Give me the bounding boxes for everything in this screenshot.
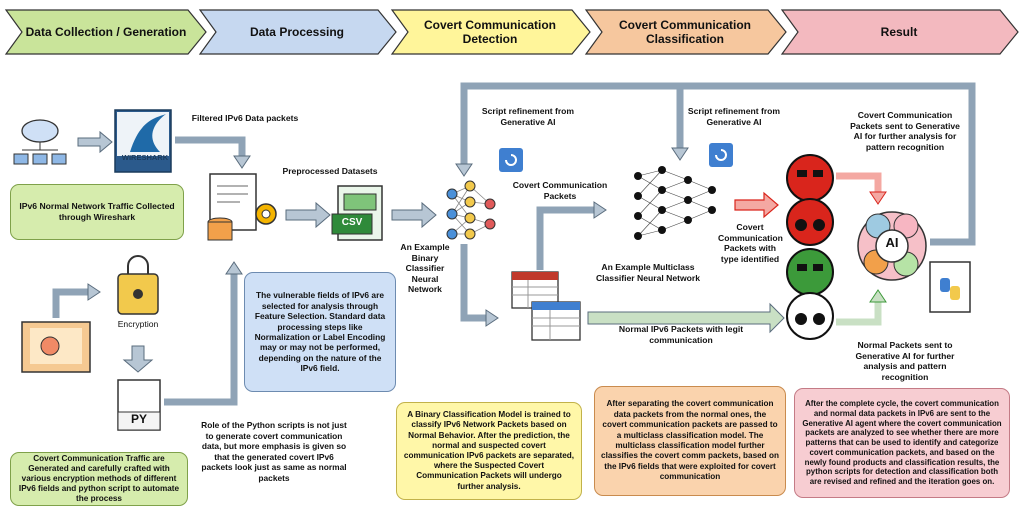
filtered-packets-label: Filtered IPv6 Data packets (191, 113, 299, 123)
network-cloud-icon (13, 119, 67, 165)
arrow-normal-to-faces (587, 302, 785, 334)
arrow-covert-to-ai (836, 172, 882, 194)
stage-label-detection: Covert Communication Detection (423, 18, 556, 46)
csv-file-icon (331, 185, 383, 241)
covert-packets-label: Covert Communication Packets (512, 180, 608, 201)
hand-device-icon (21, 321, 91, 373)
ai-brain-icon (857, 211, 927, 281)
arrow-filtered-to-docs (175, 136, 246, 158)
stage-label-collection: Data Collection / Generation (25, 25, 187, 39)
covert-generation-box: Covert Communication Traffic are Generat… (10, 452, 188, 506)
stage-chevron-processing (198, 9, 397, 55)
wireshark-wordmark: WIRESHARK (121, 153, 169, 162)
multiclass-model-box: After separating the covert communicatio… (594, 386, 786, 496)
feedback-loop-arrow (460, 82, 976, 246)
py-label: PY (130, 412, 147, 426)
arrow-network-to-wireshark (77, 130, 113, 154)
packet-table-icon (531, 301, 581, 341)
stage-label-processing: Data Processing (249, 25, 345, 39)
arrow-binary-to-table (460, 244, 488, 322)
python-role-text: Role of the Python scripts is not just t… (201, 420, 347, 483)
vulnerable-fields-box: The vulnerable fields of IPv6 are select… (244, 272, 396, 392)
normal-packets-label: Normal IPv6 Packets with legit communica… (618, 324, 744, 345)
covert-type-label: Covert Communication Packets with type i… (718, 222, 783, 264)
wireshark-icon (114, 109, 172, 173)
arrow-lock-to-py (122, 345, 154, 373)
documents-gear-icon (207, 173, 277, 241)
arrow-normal-to-ai (836, 300, 882, 326)
script-refinement-label-1: Script refinement from Generative AI (481, 106, 575, 127)
script-refinement-label-2: Script refinement from Generative AI (687, 106, 781, 127)
multiclass-nn-icon (634, 166, 716, 240)
binary-classifier-label: An Example Binary Classifier Neural Netw… (400, 242, 450, 294)
arrow-binary-to-covert (536, 206, 596, 270)
python-file-icon (117, 379, 161, 431)
refresh-icon (499, 148, 523, 172)
covert-faces-icon (786, 154, 834, 246)
normal-to-ai-label: Normal Packets sent to Generative AI for… (855, 340, 955, 382)
binary-classifier-nn-icon (446, 180, 496, 240)
arrow-multiclass-to-covert (734, 191, 779, 219)
python-script-icon (929, 261, 971, 313)
csv-label: CSV (341, 217, 363, 228)
cycle-result-box: After the complete cycle, the covert com… (794, 388, 1010, 498)
ipv6-normal-traffic-box: IPv6 Normal Network Traffic Collected th… (10, 184, 184, 240)
arrow-device-to-lock (52, 288, 90, 318)
multiclass-classifier-label: An Example Multiclass Classifier Neural … (595, 262, 701, 283)
ai-label: AI (885, 235, 899, 250)
stage-chevron-detection (390, 9, 591, 55)
arrow-docs-to-csv (285, 201, 331, 229)
stage-chevron-collection (4, 9, 207, 55)
preprocessed-label: Preprocessed Datasets (282, 166, 378, 176)
stage-chevron-result (780, 9, 1019, 55)
stage-label-classification: Covert Communication Classification (618, 18, 751, 46)
encryption-label: Encryption (117, 319, 159, 329)
lock-circuit-icon (117, 255, 159, 315)
arrow-csv-to-binary (391, 201, 437, 229)
refresh-icon (709, 143, 733, 167)
normal-faces-icon (786, 248, 834, 340)
stage-label-result: Result (880, 25, 918, 39)
binary-model-box: A Binary Classification Model is trained… (396, 402, 582, 500)
stage-header (4, 9, 1019, 55)
arrow-py-to-processing (164, 272, 238, 406)
stage-chevron-classification (584, 9, 787, 55)
covert-to-ai-label: Covert Communication Packets sent to Gen… (850, 110, 960, 152)
